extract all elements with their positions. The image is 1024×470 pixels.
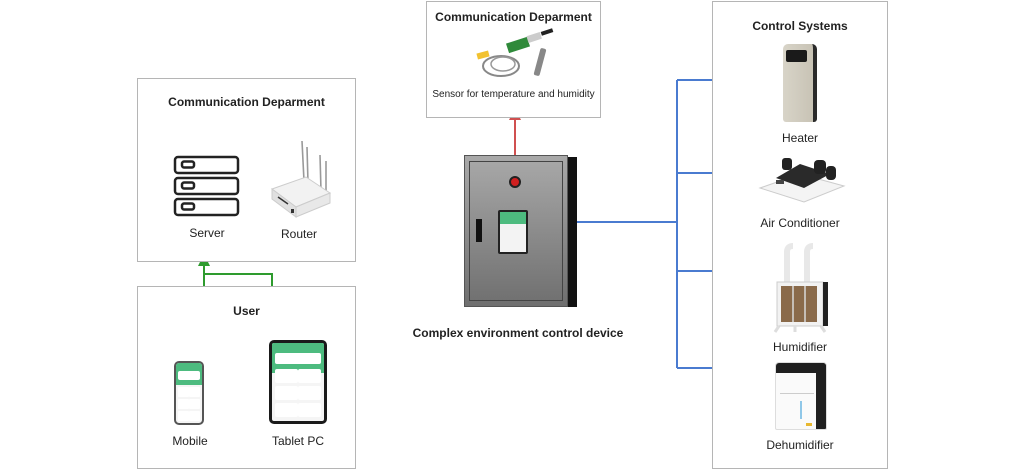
router-label: Router xyxy=(280,227,318,241)
blue-link-control xyxy=(576,74,726,374)
heater-label: Heater xyxy=(781,131,819,145)
control-device-caption: Complex environment control device xyxy=(412,326,624,340)
mobile-label: Mobile xyxy=(172,434,208,448)
air-conditioner-icon xyxy=(758,158,846,203)
dehumidifier-icon xyxy=(775,362,827,430)
control-systems-box: Control Systems Heater Air Conditioner H… xyxy=(712,1,888,469)
user-title: User xyxy=(233,304,260,318)
mobile-phone-icon xyxy=(174,361,204,425)
router-icon xyxy=(270,140,332,218)
humidifier-label: Humidifier xyxy=(772,340,827,354)
server-label: Server xyxy=(189,226,225,240)
user-box: User Mobile Tablet PC xyxy=(137,286,356,469)
heater-icon xyxy=(783,44,817,122)
tablet-pc-label: Tablet PC xyxy=(271,434,325,448)
humidifier-icon xyxy=(773,243,828,333)
air-conditioner-label: Air Conditioner xyxy=(760,216,840,230)
sensor-department-box: Communication Deparment Sensor for tempe… xyxy=(426,1,601,118)
sensor-department-title: Communication Deparment xyxy=(435,10,592,24)
temperature-humidity-sensor-icon xyxy=(476,28,554,77)
sensor-caption: Sensor for temperature and humidity xyxy=(432,89,595,100)
communication-department-box: Communication Deparment Server Router xyxy=(137,78,356,262)
control-systems-title: Control Systems xyxy=(752,19,848,33)
control-cabinet-icon xyxy=(464,155,577,309)
server-icon xyxy=(173,155,240,217)
dehumidifier-label: Dehumidifier xyxy=(766,438,834,452)
tablet-icon xyxy=(269,340,327,424)
communication-department-title: Communication Deparment xyxy=(168,95,325,109)
